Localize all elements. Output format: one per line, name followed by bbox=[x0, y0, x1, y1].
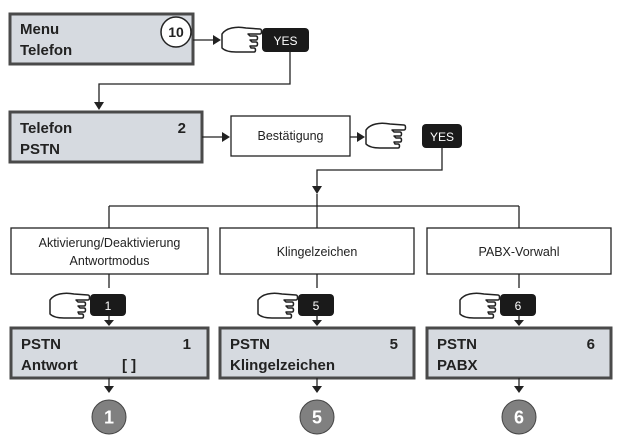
connector-yes2-to-branches bbox=[108, 148, 520, 228]
key-5[interactable]: 5 bbox=[257, 292, 334, 319]
lcd-line1-value: 2 bbox=[178, 120, 186, 137]
svg-text:6: 6 bbox=[515, 299, 522, 313]
svg-text:PABX: PABX bbox=[437, 357, 478, 374]
option-label: Klingelzeichen bbox=[277, 245, 358, 259]
option-label: Aktivierung/Deaktivierung bbox=[39, 236, 181, 250]
option-label-2: Antwortmodus bbox=[70, 254, 150, 268]
lcd-screen-pabx: PSTN 6 PABX bbox=[425, 326, 613, 380]
svg-text:PSTN: PSTN bbox=[437, 336, 477, 353]
lcd-screen-menu: Menu Telefon 10 bbox=[8, 12, 195, 66]
branch-pabx: PABX-Vorwahl 6 PSTN 6 PABX 6 bbox=[425, 227, 613, 435]
lcd-screen-telefon: Telefon 2 PSTN bbox=[8, 110, 204, 164]
svg-text:10: 10 bbox=[168, 24, 184, 40]
step-circle-1: 1 bbox=[91, 399, 127, 435]
svg-text:6: 6 bbox=[587, 336, 595, 353]
svg-text:5: 5 bbox=[312, 408, 322, 428]
lcd-line2: PSTN bbox=[20, 141, 60, 158]
svg-text:1: 1 bbox=[183, 336, 191, 353]
svg-text:Antwort: Antwort bbox=[21, 357, 78, 374]
branch-antwortmodus: Aktivierung/Deaktivierung Antwortmodus 1… bbox=[9, 227, 210, 435]
svg-text:5: 5 bbox=[390, 336, 398, 353]
confirm-label: Bestätigung bbox=[257, 129, 323, 143]
svg-text:1: 1 bbox=[105, 299, 112, 313]
svg-text:[ ]: [ ] bbox=[122, 357, 136, 374]
yes-key-1[interactable]: YES bbox=[221, 26, 309, 53]
lcd-screen-antwort: PSTN 1 Antwort [ ] bbox=[9, 326, 210, 380]
step-circle-5: 5 bbox=[299, 399, 335, 435]
lcd-line1: Telefon bbox=[20, 120, 72, 137]
key-6[interactable]: 6 bbox=[459, 292, 536, 319]
svg-text:6: 6 bbox=[514, 408, 524, 428]
svg-text:PSTN: PSTN bbox=[230, 336, 270, 353]
confirm-box: Bestätigung bbox=[230, 115, 351, 157]
yes-key-2[interactable]: YES bbox=[365, 122, 462, 149]
option-label: PABX-Vorwahl bbox=[478, 245, 559, 259]
lcd-screen-klingelzeichen: PSTN 5 Klingelzeichen bbox=[218, 326, 416, 380]
lcd-line1: Menu bbox=[20, 21, 59, 38]
svg-text:Klingelzeichen: Klingelzeichen bbox=[230, 357, 335, 374]
branch-klingelzeichen: Klingelzeichen 5 PSTN 5 Klingelzeichen 5 bbox=[218, 227, 416, 435]
arrow-to-yes-1 bbox=[193, 35, 221, 45]
svg-text:1: 1 bbox=[104, 408, 114, 428]
step-badge-10: 10 bbox=[160, 16, 192, 48]
connector-yes1-to-screen2 bbox=[94, 52, 291, 110]
svg-text:YES: YES bbox=[273, 34, 297, 48]
svg-text:5: 5 bbox=[313, 299, 320, 313]
arrow-to-confirm bbox=[202, 132, 230, 142]
key-1[interactable]: 1 bbox=[49, 292, 126, 319]
svg-text:YES: YES bbox=[430, 130, 454, 144]
svg-text:PSTN: PSTN bbox=[21, 336, 61, 353]
step-circle-6: 6 bbox=[501, 399, 537, 435]
lcd-line2: Telefon bbox=[20, 42, 72, 59]
arrow-to-yes-2 bbox=[350, 132, 365, 142]
